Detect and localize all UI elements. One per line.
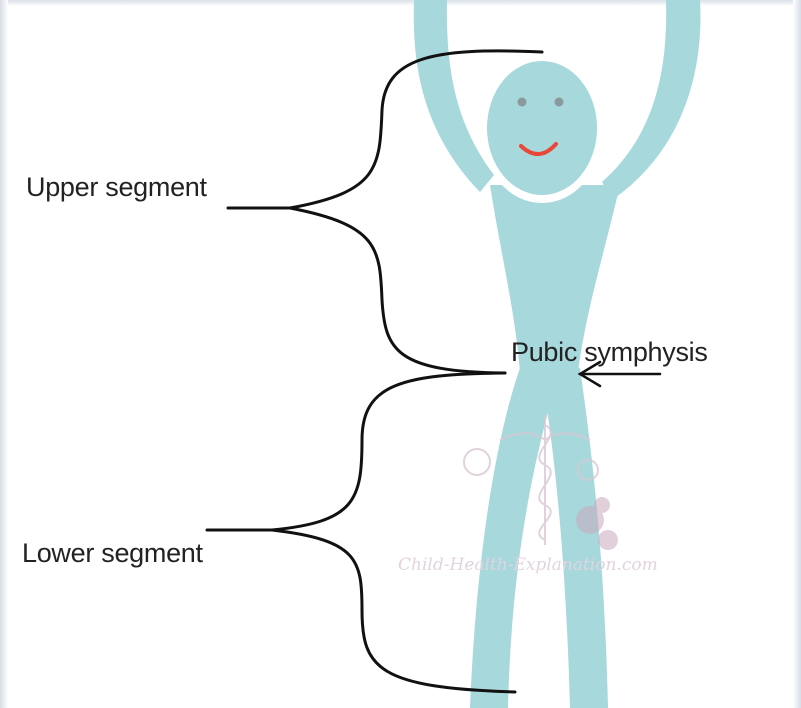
pubic-symphysis-label: Pubic symphysis bbox=[511, 337, 708, 368]
right-arm bbox=[602, 0, 700, 200]
lower-segment-bracket bbox=[207, 373, 515, 692]
upper-segment-label: Upper segment bbox=[26, 172, 207, 203]
watermark-text: Child-Health-Explanation.com bbox=[398, 555, 658, 575]
left-arm bbox=[414, 0, 494, 192]
right-leg bbox=[540, 368, 608, 708]
lower-segment-label: Lower segment bbox=[22, 538, 203, 569]
right-eye bbox=[555, 98, 564, 107]
left-eye bbox=[518, 98, 527, 107]
head-fill bbox=[487, 61, 597, 195]
left-leg bbox=[470, 368, 560, 708]
